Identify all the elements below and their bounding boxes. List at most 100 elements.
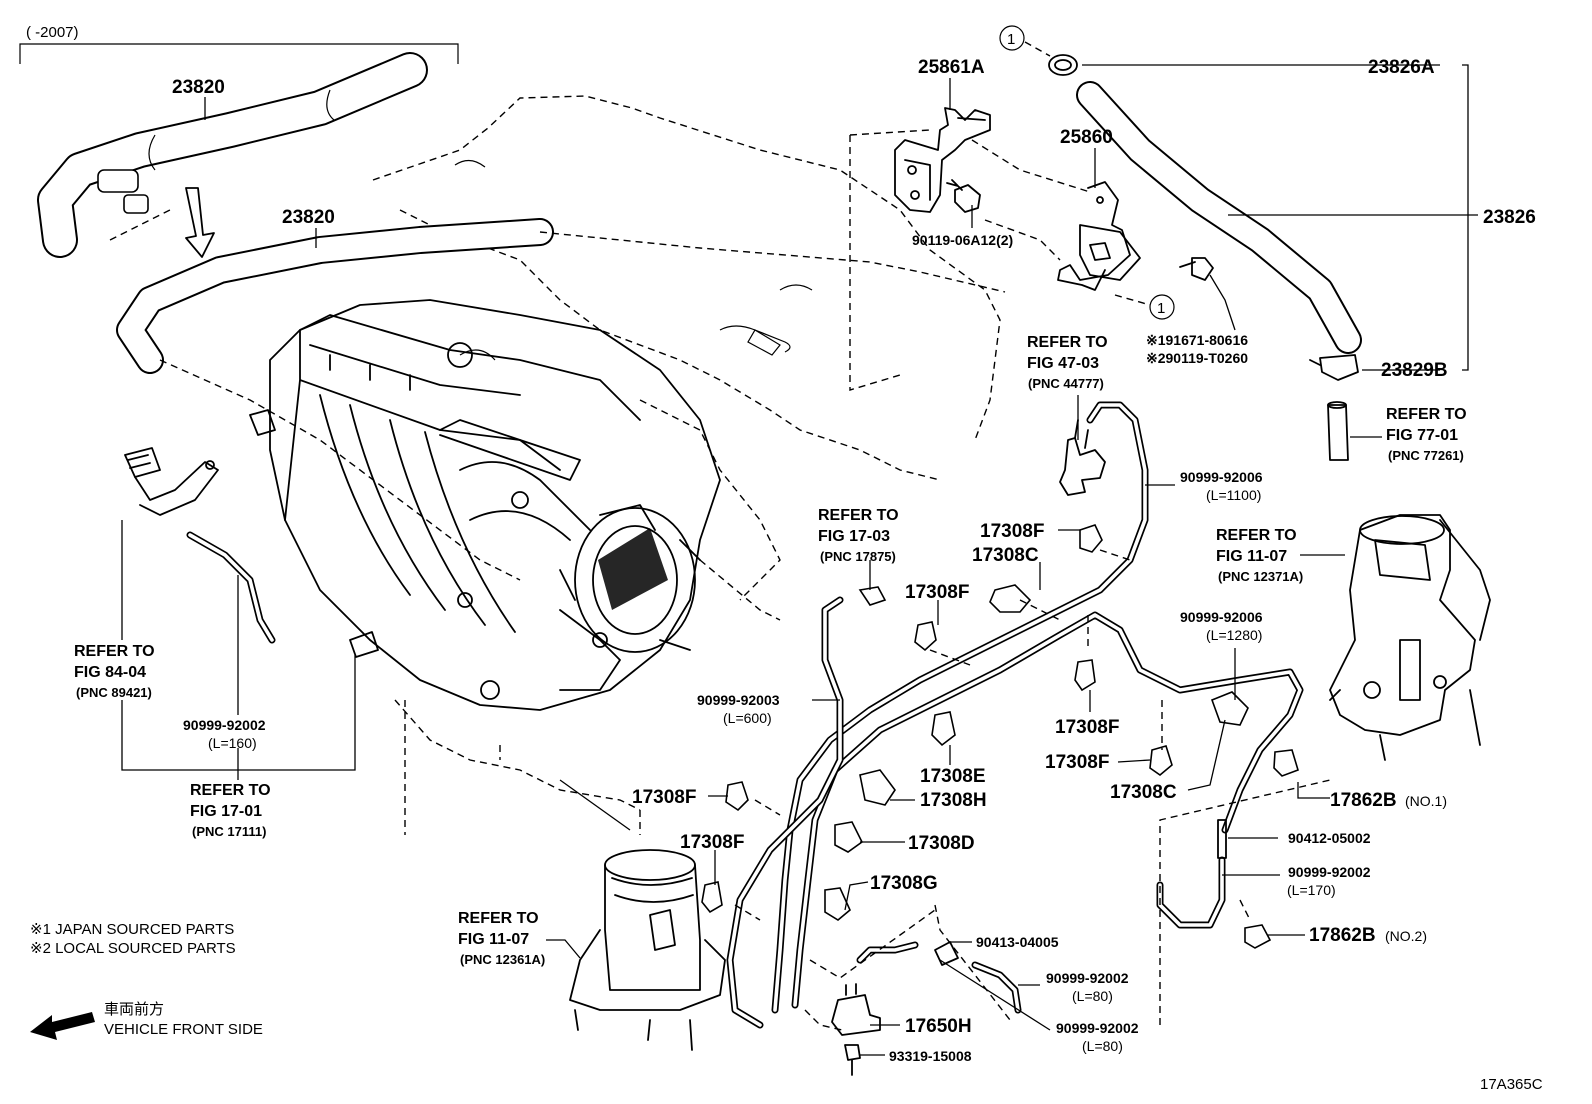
refer-labels: REFER TO FIG 47-03 (PNC 44777) REFER TO … — [74, 334, 1467, 967]
engine-mount-12361a — [569, 849, 726, 1051]
label-17308f-4: 17308F — [1045, 752, 1109, 773]
clip-17862b-no1 — [1273, 749, 1299, 777]
label-h92006b-len: (L=1280) — [1206, 627, 1262, 643]
label-h92002b-len: (L=170) — [1287, 882, 1336, 898]
label-h92006b: 90999-92006 — [1180, 609, 1263, 625]
hose-23820-upper — [37, 52, 428, 258]
hose-route-dash-2 — [109, 209, 171, 241]
hose-23820-long — [116, 218, 554, 374]
callout-1-top: 1 — [999, 25, 1025, 51]
svg-text:1: 1 — [1157, 300, 1165, 317]
label-25861a: 25861A — [918, 57, 985, 78]
ref-fig-84-04-line3: (PNC 89421) — [76, 685, 152, 700]
callout-1-mid: 1 — [1149, 294, 1175, 320]
ref-fig-11-07a-line2: FIG 11-07 — [1216, 548, 1287, 565]
engine-block-outline — [372, 95, 1001, 835]
ref-fig-17-01-line3: (PNC 17111) — [192, 824, 266, 839]
ref-fig-11-07a-line1: REFER TO — [1216, 527, 1297, 544]
vehicle-front-arrow-icon — [30, 1012, 95, 1040]
label-93319: 93319-15008 — [889, 1048, 972, 1064]
label-23826a: 23826A — [1368, 57, 1435, 78]
engine-mount-12371a — [1329, 514, 1491, 761]
map-sensor — [124, 447, 219, 516]
label-h92002c: 90999-92002 — [1046, 970, 1129, 986]
callout-leader-mid — [1114, 294, 1151, 306]
clamp-23826a — [1048, 54, 1078, 76]
hose-23826 — [1076, 81, 1362, 354]
clips-17308 — [701, 524, 1249, 921]
label-17862b-no1-suffix: (NO.1) — [1405, 793, 1447, 809]
flow-arrow-icon — [185, 187, 215, 258]
label-17862b-no1: 17862B — [1330, 790, 1397, 811]
hose-90999-92006-L1100 — [771, 401, 1149, 1014]
ref-fig-17-03-line3: (PNC 17875) — [820, 549, 896, 564]
label-17308f-3: 17308F — [1055, 717, 1119, 738]
label-17862b-no2-suffix: (NO.2) — [1385, 928, 1427, 944]
label-h92006a: 90999-92006 — [1180, 469, 1263, 485]
label-90413: 90413-04005 — [976, 934, 1059, 950]
vsv-44777 — [1059, 419, 1106, 496]
note-local-sourced: ※2 LOCAL SOURCED PARTS — [30, 940, 236, 957]
label-17308f-6: 17308F — [680, 832, 744, 853]
pipe-90412 — [1217, 819, 1227, 859]
part-labels: 23820 23820 25861A 25860 90119-06A12(2) … — [172, 57, 1536, 1064]
ref-fig-17-03-line1: REFER TO — [818, 507, 899, 524]
label-23826: 23826 — [1483, 207, 1536, 228]
label-h92002b: 90999-92002 — [1288, 864, 1371, 880]
label-17862b-no2: 17862B — [1309, 925, 1376, 946]
hose-labels: 90999-92006 (L=1100) 90999-92006 (L=1280… — [183, 469, 1371, 1054]
label-17308g: 17308G — [870, 873, 938, 894]
ref-fig-11-07b-line3: (PNC 12361A) — [460, 952, 545, 967]
ref-fig-11-07a-line3: (PNC 12371A) — [1218, 569, 1303, 584]
svg-text:1: 1 — [1007, 31, 1015, 48]
ref-fig-11-07b-line1: REFER TO — [458, 910, 539, 927]
ref-fig-77-01-line3: (PNC 77261) — [1388, 448, 1464, 463]
label-17308d: 17308D — [908, 833, 975, 854]
label-17308f-5: 17308F — [632, 787, 696, 808]
label-17650h: 17650H — [905, 1016, 972, 1037]
label-h92002c-len: (L=80) — [1072, 988, 1113, 1004]
hose-route-dash — [539, 231, 1006, 293]
bolt-91671 — [1179, 257, 1214, 281]
label-17308c-2: 17308C — [1110, 782, 1177, 803]
leader-lines — [121, 64, 1478, 1056]
label-h92002a-len: (L=160) — [208, 735, 257, 751]
label-23829b: 23829B — [1381, 360, 1448, 381]
ref-fig-47-03-line2: FIG 47-03 — [1027, 355, 1099, 372]
ref-fig-77-01-line1: REFER TO — [1386, 406, 1467, 423]
clamp-23829b — [1309, 354, 1359, 381]
ref-fig-84-04-line1: REFER TO — [74, 643, 155, 660]
pipe-77261 — [1327, 401, 1349, 461]
label-25860: 25860 — [1060, 127, 1113, 148]
throttle-body — [559, 504, 701, 691]
hose-90999-92002-L80-a — [856, 941, 919, 964]
year-bracket — [19, 43, 459, 64]
bracket-25861a — [894, 107, 991, 213]
hose-90999-92002-L160 — [186, 531, 276, 644]
figure-code: 17A365C — [1480, 1076, 1543, 1093]
label-h92002d: 90999-92002 — [1056, 1020, 1139, 1036]
vsv-17650h — [831, 983, 881, 1036]
clip-17862b-no2 — [1244, 924, 1272, 949]
ref-fig-47-03-line1: REFER TO — [1027, 334, 1108, 351]
ref-fig-84-04-line2: FIG 84-04 — [74, 664, 146, 681]
label-191671: ※191671-80616 — [1146, 332, 1248, 348]
label-23820-long: 23820 — [282, 207, 335, 228]
ref-fig-17-01-line2: FIG 17-01 — [190, 803, 262, 820]
throttle-mesh — [598, 528, 668, 610]
label-h92006a-len: (L=1100) — [1206, 487, 1261, 503]
year-range: ( -2007) — [26, 24, 79, 41]
ref-fig-17-01-line1: REFER TO — [190, 782, 271, 799]
ref-fig-11-07b-line2: FIG 11-07 — [458, 931, 529, 948]
label-17308f-1: 17308F — [980, 521, 1044, 542]
ref-fig-17-03-line2: FIG 17-03 — [818, 528, 890, 545]
label-h92002a: 90999-92002 — [183, 717, 266, 733]
callout-leader-top — [1024, 41, 1051, 57]
front-label-en: VEHICLE FRONT SIDE — [104, 1021, 263, 1038]
label-17308h: 17308H — [920, 790, 987, 811]
hose-90999-92006-L1280 — [791, 611, 1304, 1009]
label-290119: ※290119-T0260 — [1146, 350, 1248, 366]
vsv-25860 — [1057, 181, 1141, 291]
